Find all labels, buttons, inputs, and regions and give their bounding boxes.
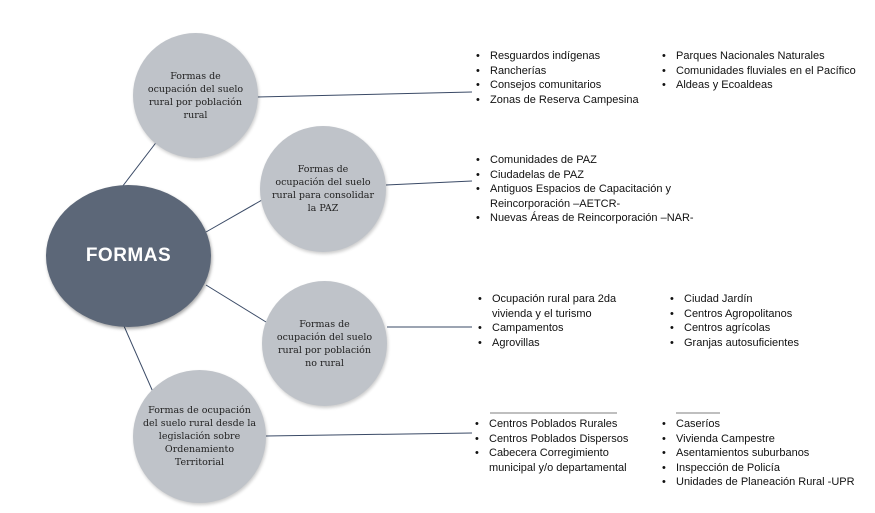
list-item: Asentamientos suburbanos <box>662 446 867 461</box>
list-item: Inspección de Policía <box>662 461 867 476</box>
bullet-list-cat3-col1: Ocupación rural para 2da vivienda y el t… <box>478 292 648 350</box>
list-item: Comunidades de PAZ <box>476 153 711 168</box>
bullet-list-cat1-col2: Parques Nacionales Naturales Comunidades… <box>662 49 867 93</box>
list-item: Nuevas Áreas de Reincorporación –NAR- <box>476 211 711 226</box>
category-node-non-rural-population: Formas de ocupación del suelo rural por … <box>262 281 387 406</box>
list-item: Ciudad Jardín <box>670 292 850 307</box>
list-item: Antiguos Espacios de Capacitación y Rein… <box>476 182 711 211</box>
connector-center-to-cat1 <box>121 139 159 188</box>
center-label: FORMAS <box>85 245 172 266</box>
list-item: Centros agrícolas <box>670 321 850 336</box>
center-node-formas: FORMAS <box>46 185 211 327</box>
bullet-list-cat3-col2: Ciudad Jardín Centros Agropolitanos Cent… <box>670 292 850 350</box>
list-item: Campamentos <box>478 321 648 336</box>
bullet-list-cat4-col2: Caseríos Vivienda Campestre Asentamiento… <box>662 417 867 490</box>
category-node-rural-population: Formas de ocupación del suelo rural por … <box>133 33 258 158</box>
connector-center-to-cat4 <box>123 325 154 393</box>
list-item: Aldeas y Ecoaldeas <box>662 78 867 93</box>
list-item: Unidades de Planeación Rural -UPR <box>662 475 867 490</box>
bullet-list-cat1-col1: Resguardos indígenas Rancherías Consejos… <box>476 49 656 107</box>
list-item: Centros Poblados Dispersos <box>475 432 645 447</box>
connector-center-to-cat2 <box>205 199 263 233</box>
category-node-peace: Formas de ocupación del suelo rural para… <box>260 126 386 252</box>
category-label: Formas de ocupación del suelo rural para… <box>272 164 375 214</box>
list-item: Resguardos indígenas <box>476 49 656 64</box>
list-item: Ocupación rural para 2da vivienda y el t… <box>478 292 648 321</box>
list-item: Centros Poblados Rurales <box>475 417 645 432</box>
list-item: Agrovillas <box>478 336 648 351</box>
category-label: Formas de ocupación del suelo rural desd… <box>142 405 257 468</box>
list-item: Comunidades fluviales en el Pacífico <box>662 64 867 79</box>
connector-cat2-to-list <box>385 180 473 186</box>
list-item: Caseríos <box>662 417 867 432</box>
connector-cat1-to-list <box>256 91 473 98</box>
connector-cat4-to-list <box>265 432 473 437</box>
category-node-legislation: Formas de ocupación del suelo rural desd… <box>133 370 266 503</box>
list-item: Consejos comunitarios <box>476 78 656 93</box>
category-label: Formas de ocupación del suelo rural por … <box>276 318 373 369</box>
list-item: Cabecera Corregimiento municipal y/o dep… <box>475 446 645 475</box>
bullet-list-cat2: Comunidades de PAZ Ciudadelas de PAZ Ant… <box>476 153 711 226</box>
list-item: Vivienda Campestre <box>662 432 867 447</box>
category-label: Formas de ocupación del suelo rural por … <box>147 70 244 121</box>
connector-center-to-cat3 <box>205 284 267 323</box>
list-item: Zonas de Reserva Campesina <box>476 93 656 108</box>
list-item: Granjas autosuficientes <box>670 336 850 351</box>
list-item: Parques Nacionales Naturales <box>662 49 867 64</box>
list-item: Rancherías <box>476 64 656 79</box>
list-item: Ciudadelas de PAZ <box>476 168 711 183</box>
list-item: Centros Agropolitanos <box>670 307 850 322</box>
bullet-list-cat4-col1: Centros Poblados Rurales Centros Poblado… <box>475 417 645 475</box>
